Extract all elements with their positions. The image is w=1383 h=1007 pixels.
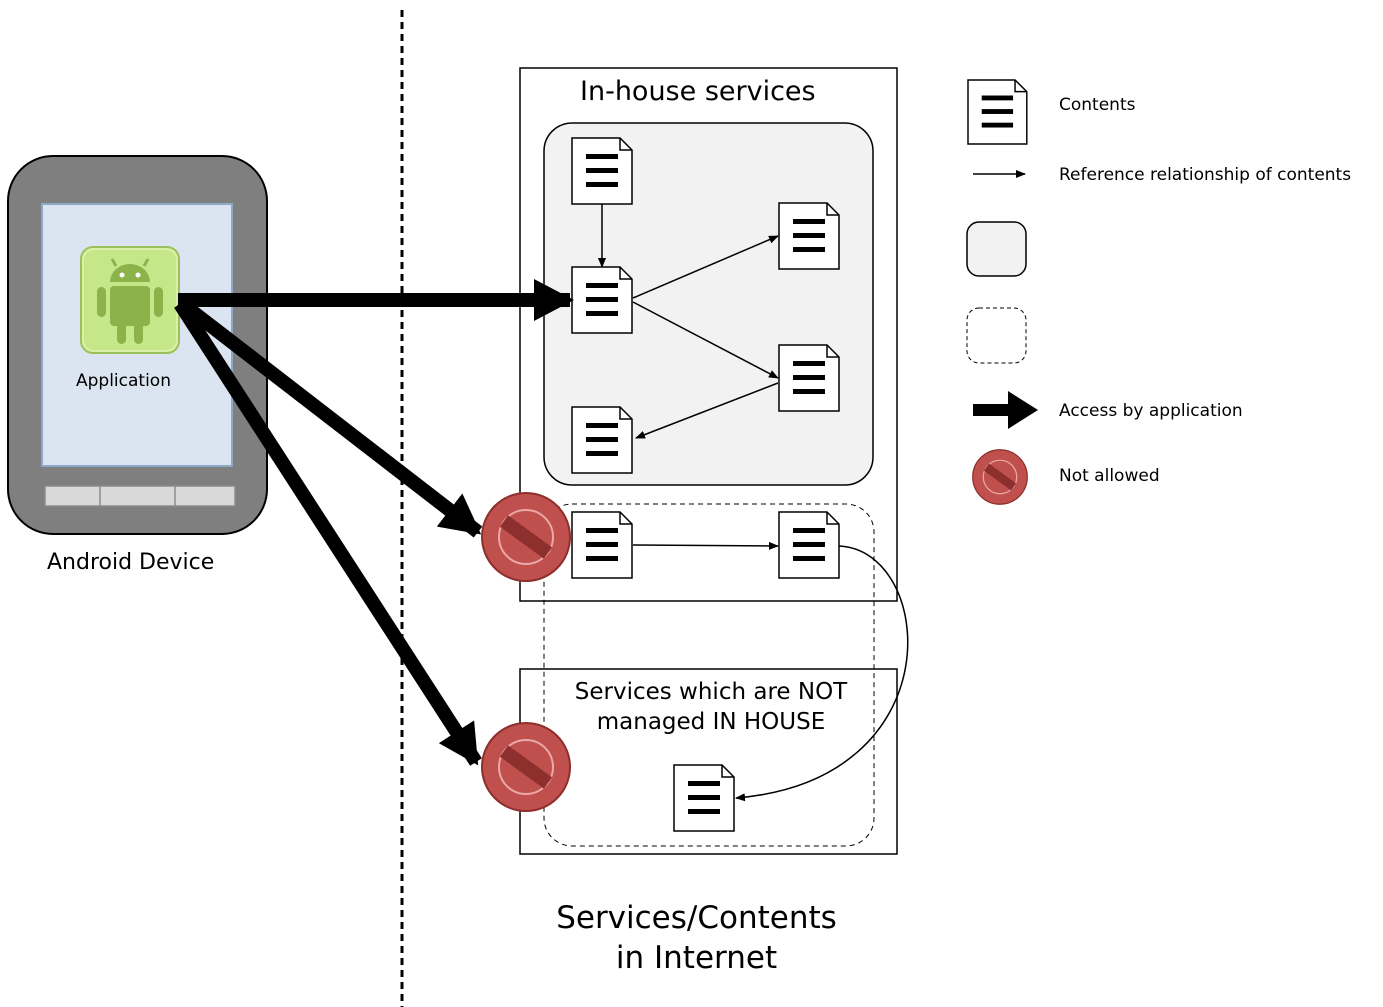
content-doc xyxy=(778,344,840,412)
content-doc xyxy=(571,406,633,474)
internet-title: Services/Contents in Internet xyxy=(540,898,853,978)
not-managed-title-line1: Services which are NOT xyxy=(574,679,848,705)
legend-contents-label: Contents xyxy=(1059,95,1136,115)
not-allowed-icon xyxy=(482,723,570,811)
reference-arrows xyxy=(598,204,909,802)
access-arrows xyxy=(174,279,574,766)
app-label: Application xyxy=(76,371,171,391)
content-doc xyxy=(673,764,735,832)
legend-managed-group-icon xyxy=(966,221,1027,277)
legend-reference-label: Reference relationship of contents xyxy=(1059,165,1352,185)
content-doc xyxy=(571,511,633,579)
legend xyxy=(966,79,1038,505)
unmanaged-content-group xyxy=(543,503,875,847)
legend-not-allowed-icon xyxy=(973,450,1028,505)
android-app-icon[interactable] xyxy=(80,246,180,354)
content-doc xyxy=(778,202,840,270)
not-allowed-icon xyxy=(482,493,570,581)
not-managed-title-line2: managed IN HOUSE xyxy=(596,709,826,735)
legend-access-label: Access by application xyxy=(1059,401,1243,421)
legend-contents-icon xyxy=(967,79,1028,145)
device-label: Android Device xyxy=(47,550,215,575)
content-doc xyxy=(571,266,633,334)
in-house-services-box xyxy=(519,67,898,602)
legend-not-allowed-label: Not allowed xyxy=(1059,466,1160,486)
content-doc xyxy=(778,511,840,579)
not-managed-title: Services which are NOT managed IN HOUSE xyxy=(560,677,862,737)
in-house-title: In-house services xyxy=(580,76,816,107)
internet-title-line1: Services/Contents xyxy=(556,900,837,936)
content-doc xyxy=(571,137,633,205)
internet-title-line2: in Internet xyxy=(615,940,778,976)
legend-unmanaged-group-icon xyxy=(966,307,1027,364)
